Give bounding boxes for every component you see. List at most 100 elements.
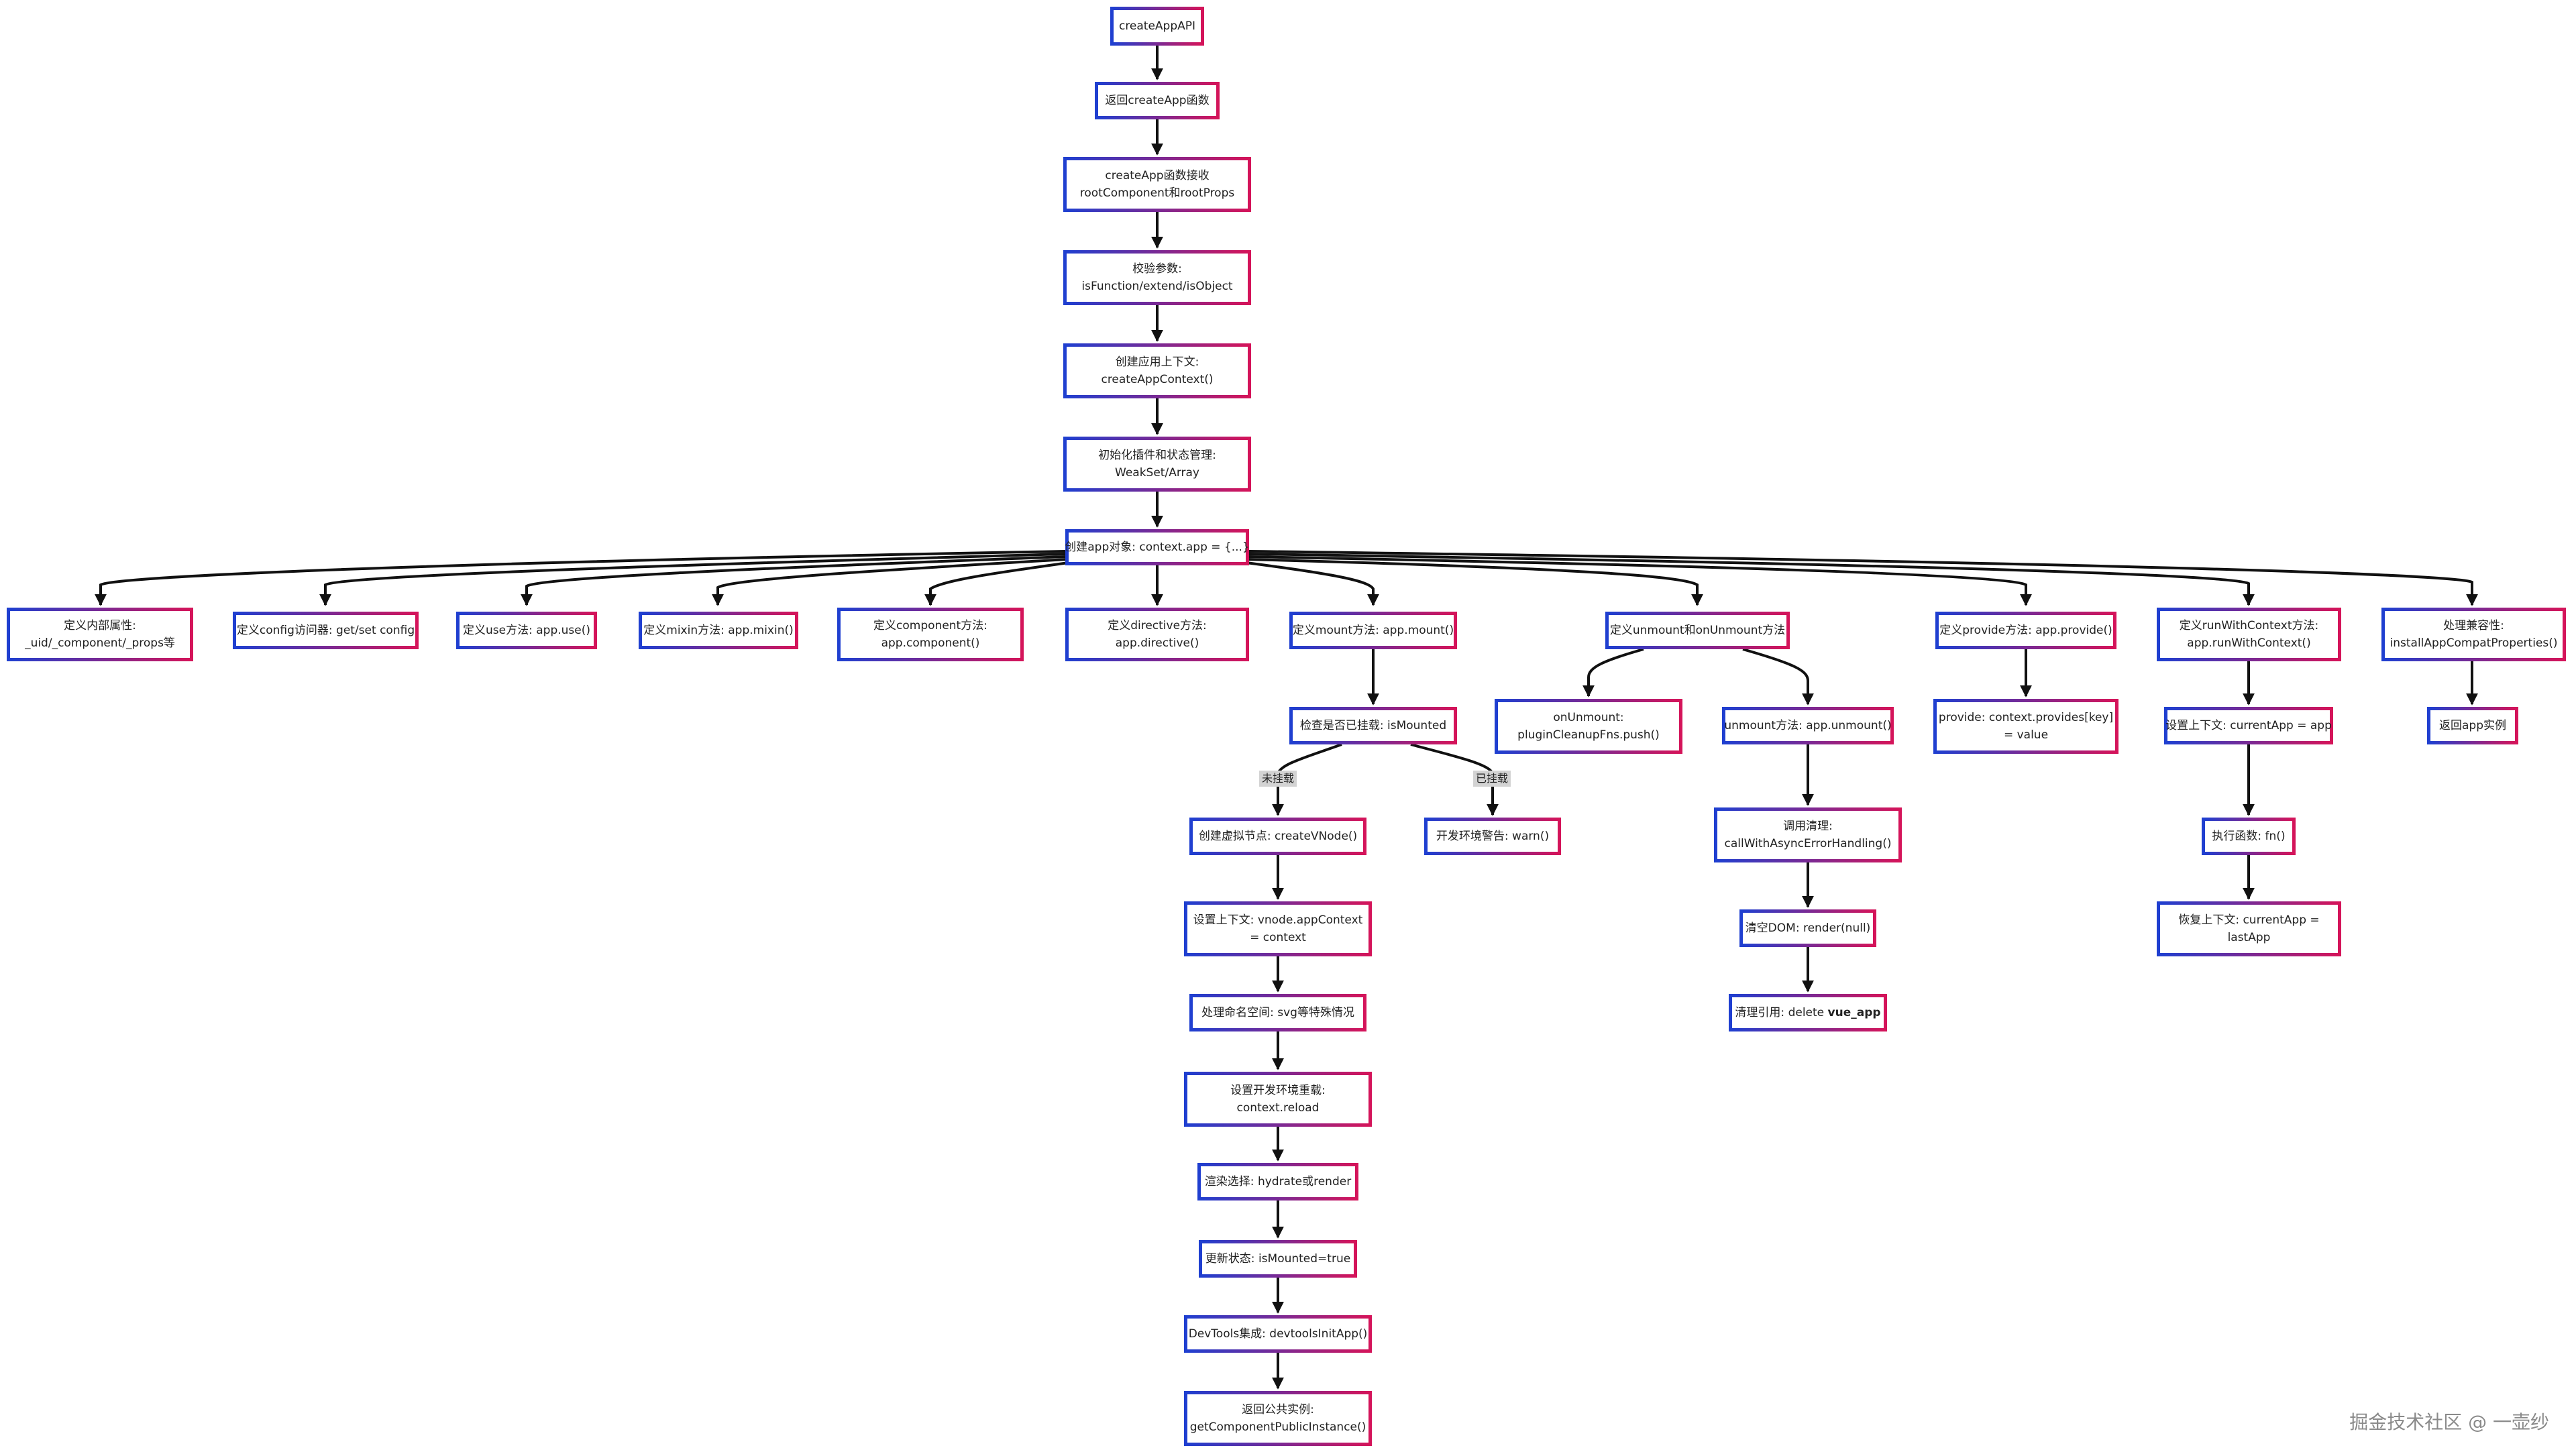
node-directive-line2: app.directive() bbox=[1115, 636, 1199, 650]
node-use-method[interactable]: 定义use方法: app.use() bbox=[456, 612, 597, 649]
node-provide-value-line1: provide: context.provides[key] bbox=[1938, 711, 2114, 724]
node-clear-dom[interactable]: 清空DOM: render(null) bbox=[1739, 909, 1876, 947]
node-public-instance[interactable]: 返回公共实例: getComponentPublicInstance() bbox=[1184, 1391, 1372, 1446]
node-restore-context[interactable]: 恢复上下文: currentApp = lastApp bbox=[2157, 901, 2341, 956]
node-devtools-text: DevTools集成: devtoolsInitApp() bbox=[1188, 1327, 1368, 1341]
node-clear-ref[interactable]: 清理引用: delete vue_app bbox=[1729, 994, 1887, 1031]
node-set-vnode-line2: = context bbox=[1250, 931, 1306, 944]
edge-app-runctx bbox=[1248, 553, 2255, 606]
node-provide-value-line2: = value bbox=[2003, 728, 2049, 742]
edge-app-provide bbox=[1248, 555, 2032, 606]
node-init-line1: 初始化插件和状态管理: bbox=[1098, 449, 1216, 462]
node-restore-line2: lastApp bbox=[2227, 931, 2271, 944]
edge-app-unmount bbox=[1247, 558, 1703, 606]
node-component-line2: app.component() bbox=[881, 636, 980, 650]
node-unmount-method[interactable]: 定义unmount和onUnmount方法 bbox=[1605, 612, 1790, 649]
edge-label-not-mounted: 未挂载 bbox=[1259, 771, 1297, 787]
node-public-line1: 返回公共实例: bbox=[1242, 1403, 1314, 1416]
node-create-app-object[interactable]: 创建app对象: context.app = {...} bbox=[1065, 529, 1250, 565]
node-provide-method[interactable]: 定义provide方法: app.provide() bbox=[1935, 612, 2116, 649]
node-mixin-text: 定义mixin方法: app.mixin() bbox=[643, 624, 794, 637]
node-call-cleanup[interactable]: 调用清理: callWithAsyncErrorHandling() bbox=[1714, 807, 1902, 862]
node-component-line1: 定义component方法: bbox=[873, 619, 987, 632]
node-compat-properties[interactable]: 处理兼容性: installAppCompatProperties() bbox=[2381, 608, 2566, 661]
node-create-app-api[interactable]: createAppAPI bbox=[1110, 7, 1204, 46]
node-app-object-text: 创建app对象: context.app = {...} bbox=[1065, 541, 1250, 554]
node-clear-ref-text: 清理引用: delete vue_app bbox=[1735, 1004, 1880, 1021]
node-on-unmount-line1: onUnmount: bbox=[1553, 711, 1624, 724]
node-run-with-context-method[interactable]: 定义runWithContext方法: app.runWithContext() bbox=[2157, 608, 2341, 661]
node-reload-line1: 设置开发环境重载: bbox=[1230, 1084, 1326, 1097]
node-restore-line1: 恢复上下文: currentApp = bbox=[2178, 913, 2320, 927]
node-dev-warn[interactable]: 开发环境警告: warn() bbox=[1424, 818, 1561, 855]
edge-app-config bbox=[319, 553, 1066, 606]
node-init-line2: WeakSet/Array bbox=[1115, 466, 1199, 480]
node-mount-text: 定义mount方法: app.mount() bbox=[1292, 624, 1454, 637]
node-internal-props[interactable]: 定义内部属性: _uid/_component/_props等 bbox=[7, 608, 193, 661]
node-receive-root-component[interactable]: createApp函数接收 rootComponent和rootProps bbox=[1063, 157, 1251, 212]
node-component-method[interactable]: 定义component方法: app.component() bbox=[837, 608, 1024, 661]
node-config-text: 定义config访问器: get/set config bbox=[236, 624, 415, 637]
node-on-unmount[interactable]: onUnmount: pluginCleanupFns.push() bbox=[1495, 699, 1682, 754]
node-set-vnode-line1: 设置上下文: vnode.appContext bbox=[1193, 913, 1363, 927]
node-validate-line2: isFunction/extend/isObject bbox=[1081, 280, 1233, 293]
node-receive-line1: createApp函数接收 bbox=[1105, 169, 1210, 182]
node-exec-fn-text: 执行函数: fn() bbox=[2212, 830, 2286, 843]
node-set-current-app[interactable]: 设置上下文: currentApp = app bbox=[2164, 707, 2333, 744]
edge-unmount-onunmount bbox=[1582, 648, 1644, 697]
node-unmount-app[interactable]: unmount方法: app.unmount() bbox=[1722, 707, 1894, 744]
edge-unmount-unmountm bbox=[1742, 648, 1814, 706]
edge-app-compat bbox=[1248, 550, 2478, 606]
edge-app-component bbox=[924, 561, 1074, 606]
node-render-choice-text: 渲染选择: hydrate或render bbox=[1204, 1175, 1352, 1188]
node-return-app-text: 返回app实例 bbox=[2439, 719, 2506, 732]
node-provide-text: 定义provide方法: app.provide() bbox=[1939, 624, 2112, 637]
node-return-create-app-text: 返回createApp函数 bbox=[1105, 94, 1210, 107]
node-receive-line2: rootComponent和rootProps bbox=[1079, 186, 1235, 200]
node-cleanup-line1: 调用清理: bbox=[1783, 820, 1833, 833]
node-namespace-text: 处理命名空间: svg等特殊情况 bbox=[1201, 1006, 1354, 1019]
edge-app-mixin bbox=[712, 558, 1067, 606]
node-runctx-line1: 定义runWithContext方法: bbox=[2179, 619, 2319, 632]
node-namespace[interactable]: 处理命名空间: svg等特殊情况 bbox=[1189, 994, 1366, 1031]
edge-app-internal bbox=[95, 550, 1066, 606]
node-dev-reload[interactable]: 设置开发环境重载: context.reload bbox=[1184, 1072, 1372, 1127]
node-validate-params[interactable]: 校验参数: isFunction/extend/isObject bbox=[1063, 250, 1251, 305]
node-create-app-api-text: createAppAPI bbox=[1118, 19, 1196, 33]
node-return-create-app[interactable]: 返回createApp函数 bbox=[1095, 82, 1220, 119]
node-create-vnode-text: 创建虚拟节点: createVNode() bbox=[1198, 830, 1358, 843]
node-set-vnode-context[interactable]: 设置上下文: vnode.appContext = context bbox=[1184, 901, 1372, 956]
node-unmount-text: 定义unmount和onUnmount方法 bbox=[1609, 624, 1786, 637]
node-return-app-instance[interactable]: 返回app实例 bbox=[2427, 707, 2518, 744]
node-use-text: 定义use方法: app.use() bbox=[463, 624, 590, 637]
node-devtools-init[interactable]: DevTools集成: devtoolsInitApp() bbox=[1184, 1315, 1372, 1353]
node-provide-value[interactable]: provide: context.provides[key] = value bbox=[1933, 699, 2118, 754]
node-validate-line1: 校验参数: bbox=[1132, 262, 1182, 276]
node-mixin-method[interactable]: 定义mixin方法: app.mixin() bbox=[639, 612, 798, 649]
node-mount-method[interactable]: 定义mount方法: app.mount() bbox=[1289, 612, 1457, 649]
node-compat-line2: installAppCompatProperties() bbox=[2390, 636, 2558, 650]
node-check-is-mounted[interactable]: 检查是否已挂载: isMounted bbox=[1289, 707, 1457, 744]
node-cleanup-line2: callWithAsyncErrorHandling() bbox=[1724, 837, 1892, 850]
node-render-choice[interactable]: 渲染选择: hydrate或render bbox=[1197, 1163, 1358, 1200]
node-clear-ref-prefix: 清理引用: delete bbox=[1735, 1006, 1828, 1019]
node-init-plugins[interactable]: 初始化插件和状态管理: WeakSet/Array bbox=[1063, 437, 1251, 492]
edge-label-mounted: 已挂载 bbox=[1473, 771, 1511, 787]
node-exec-fn[interactable]: 执行函数: fn() bbox=[2202, 818, 2296, 855]
edge-app-use bbox=[521, 555, 1066, 606]
node-create-app-context[interactable]: 创建应用上下文: createAppContext() bbox=[1063, 343, 1251, 398]
node-directive-method[interactable]: 定义directive方法: app.directive() bbox=[1065, 608, 1249, 661]
node-public-line2: getComponentPublicInstance() bbox=[1189, 1420, 1366, 1434]
node-on-unmount-line2: pluginCleanupFns.push() bbox=[1517, 728, 1660, 742]
node-create-vnode[interactable]: 创建虚拟节点: createVNode() bbox=[1189, 818, 1366, 855]
node-config-accessor[interactable]: 定义config访问器: get/set config bbox=[233, 612, 419, 649]
node-internal-line2: _uid/_component/_props等 bbox=[25, 636, 175, 650]
node-internal-line1: 定义内部属性: bbox=[64, 619, 136, 632]
node-update-state[interactable]: 更新状态: isMounted=true bbox=[1199, 1240, 1357, 1278]
node-dev-warn-text: 开发环境警告: warn() bbox=[1436, 830, 1550, 843]
node-reload-line2: context.reload bbox=[1236, 1101, 1320, 1115]
node-compat-line1: 处理兼容性: bbox=[2443, 619, 2504, 632]
node-clear-ref-key: vue_app bbox=[1827, 1006, 1881, 1019]
node-unmount-app-text: unmount方法: app.unmount() bbox=[1724, 719, 1892, 732]
